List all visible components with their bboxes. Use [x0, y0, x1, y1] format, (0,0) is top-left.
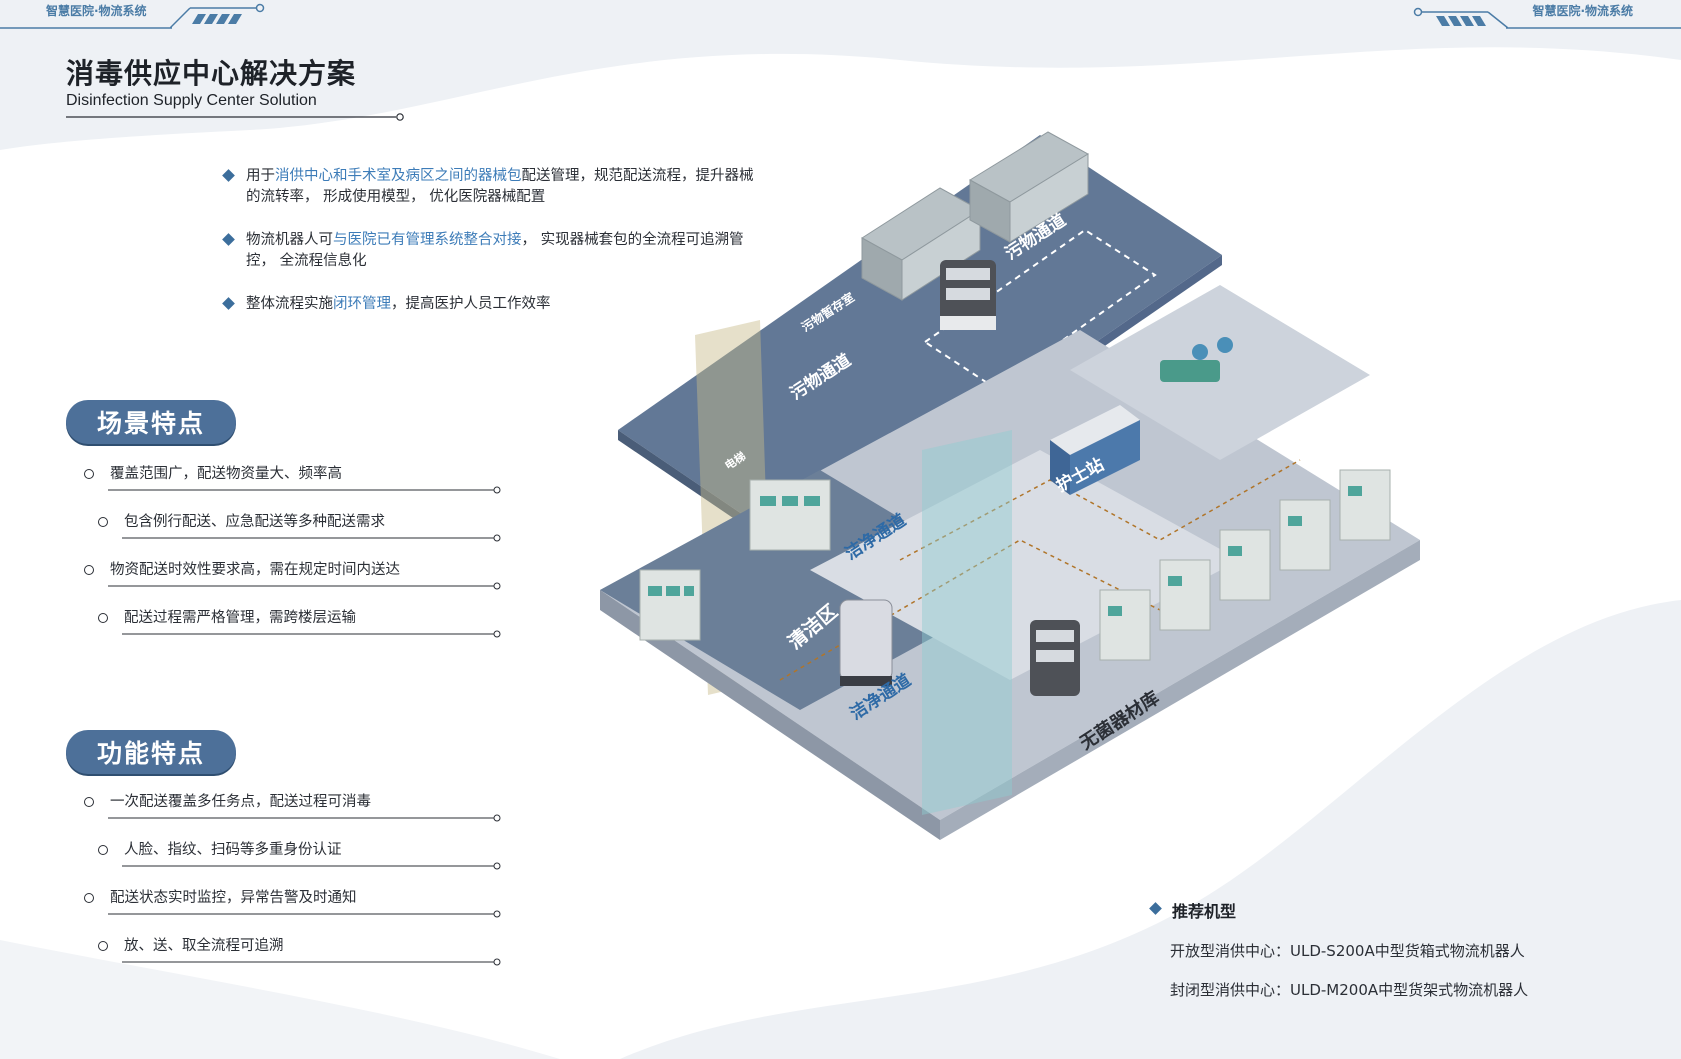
feature-underline [108, 814, 501, 822]
brand-label-right: 智慧医院·物流系统 [1532, 4, 1633, 18]
intro-text: 整体流程实施 [246, 296, 333, 312]
feature-text: 配送状态实时监控，异常告警及时通知 [110, 890, 357, 906]
nurse-station [1050, 405, 1140, 495]
feature-item: 物资配送时效性要求高，需在规定时间内送达 [84, 558, 504, 606]
lower-floor [600, 285, 1420, 840]
header-rule-left [0, 27, 172, 29]
recommend-block: 推荐机型 开放型消供中心：ULD-S200A中型货箱式物流机器人 封闭型消供中心… [1148, 898, 1528, 1000]
circle-bullet-icon [84, 469, 94, 479]
circle-bullet-icon [84, 797, 94, 807]
intro-text: ， 实现器械套包的全流程可追溯管控， 全流程信息化 [246, 232, 744, 269]
scene-heading: 场景特点 [66, 400, 236, 444]
scene-feature-list: 覆盖范围广，配送物资量大、频率高 包含例行配送、应急配送等多种配送需求 物资配送… [84, 462, 504, 654]
intro-text: 配送管理，规范配送流程，提升器械的流转率， 形成使用模型， 优化医院器械配置 [246, 168, 754, 205]
circle-bullet-icon [98, 517, 108, 527]
hospital-isometric-illustration: 污物暂存室 污物通道 污物通道 洁净通道 洁净通道 清洁区 护士站 无菌器材库 … [600, 131, 1420, 840]
robot-shelf-lower [1030, 620, 1080, 696]
feature-item: 人脸、指纹、扫码等多重身份认证 [84, 838, 504, 886]
recommend-heading: 推荐机型 [1148, 898, 1528, 922]
dirty-channel-path [923, 228, 1157, 390]
intro-text: ，提高医护人员工作效率 [391, 296, 551, 312]
feature-underline [122, 958, 501, 966]
intro-list: 用于消供中心和手术室及病区之间的器械包配送管理，规范配送流程，提升器械的流转率，… [222, 166, 762, 337]
header-rule-right [1506, 27, 1681, 29]
circle-bullet-icon [98, 613, 108, 623]
intro-text: 物流机器人可 [246, 232, 333, 248]
feature-text: 覆盖范围广，配送物资量大、频率高 [110, 466, 342, 482]
circle-bullet-icon [84, 565, 94, 575]
feature-text: 包含例行配送、应急配送等多种配送需求 [124, 514, 385, 530]
header-deco-left [170, 3, 265, 29]
intro-highlight: 消供中心和手术室及病区之间的器械包 [275, 168, 522, 184]
feature-text: 放、送、取全流程可追溯 [124, 938, 284, 954]
feature-item: 放、送、取全流程可追溯 [84, 934, 504, 982]
function-heading: 功能特点 [66, 730, 236, 774]
brand-label-left: 智慧医院·物流系统 [46, 4, 147, 18]
feature-item: 覆盖范围广，配送物资量大、频率高 [84, 462, 504, 510]
circle-bullet-icon [98, 845, 108, 855]
intro-highlight: 与医院已有管理系统整合对接 [333, 232, 522, 248]
intro-text: 用于 [246, 168, 275, 184]
robot-cabinet-lower [839, 599, 893, 686]
page-subtitle: Disinfection Supply Center Solution [66, 92, 317, 109]
recommend-line: 封闭型消供中心：ULD-M200A中型货架式物流机器人 [1170, 981, 1529, 999]
circle-bullet-icon [84, 893, 94, 903]
robot-shelf-upper [940, 260, 996, 330]
feature-item: 配送状态实时监控，异常告警及时通知 [84, 886, 504, 934]
feature-text: 物资配送时效性要求高，需在规定时间内送达 [110, 562, 400, 578]
intro-item: 物流机器人可与医院已有管理系统整合对接， 实现器械套包的全流程可追溯管控， 全流… [222, 230, 762, 272]
feature-underline [108, 486, 501, 494]
feature-item: 一次配送覆盖多任务点，配送过程可消毒 [84, 790, 504, 838]
intro-item: 用于消供中心和手术室及病区之间的器械包配送管理，规范配送流程，提升器械的流转率，… [222, 166, 762, 208]
circle-bullet-icon [98, 941, 108, 951]
feature-underline [108, 582, 501, 590]
page-title: 消毒供应中心解决方案 [66, 57, 357, 90]
diamond-bullet-icon [1149, 902, 1162, 915]
feature-text: 配送过程需严格管理，需跨楼层运输 [124, 610, 356, 626]
recommend-line: 开放型消供中心：ULD-S200A中型货箱式物流机器人 [1170, 942, 1525, 960]
diamond-bullet-icon [222, 169, 235, 182]
feature-text: 一次配送覆盖多任务点，配送过程可消毒 [110, 794, 371, 810]
function-feature-list: 一次配送覆盖多任务点，配送过程可消毒 人脸、指纹、扫码等多重身份认证 配送状态实… [84, 790, 504, 982]
feature-underline [122, 862, 501, 870]
title-underline [66, 113, 404, 121]
recommend-heading-text: 推荐机型 [1172, 902, 1237, 921]
diamond-bullet-icon [222, 233, 235, 246]
elevator-shaft-center [922, 430, 1012, 815]
operating-table [1160, 360, 1220, 382]
feature-underline [122, 534, 501, 542]
feature-text: 人脸、指纹、扫码等多重身份认证 [124, 842, 342, 858]
header-deco-right [1413, 7, 1508, 29]
feature-underline [122, 630, 501, 638]
intro-item: 整体流程实施闭环管理，提高医护人员工作效率 [222, 294, 762, 315]
storage-cabinets [861, 131, 1089, 301]
feature-item: 配送过程需严格管理，需跨楼层运输 [84, 606, 504, 654]
feature-underline [108, 910, 501, 918]
intro-highlight: 闭环管理 [333, 296, 391, 312]
feature-item: 包含例行配送、应急配送等多种配送需求 [84, 510, 504, 558]
diamond-bullet-icon [222, 297, 235, 310]
